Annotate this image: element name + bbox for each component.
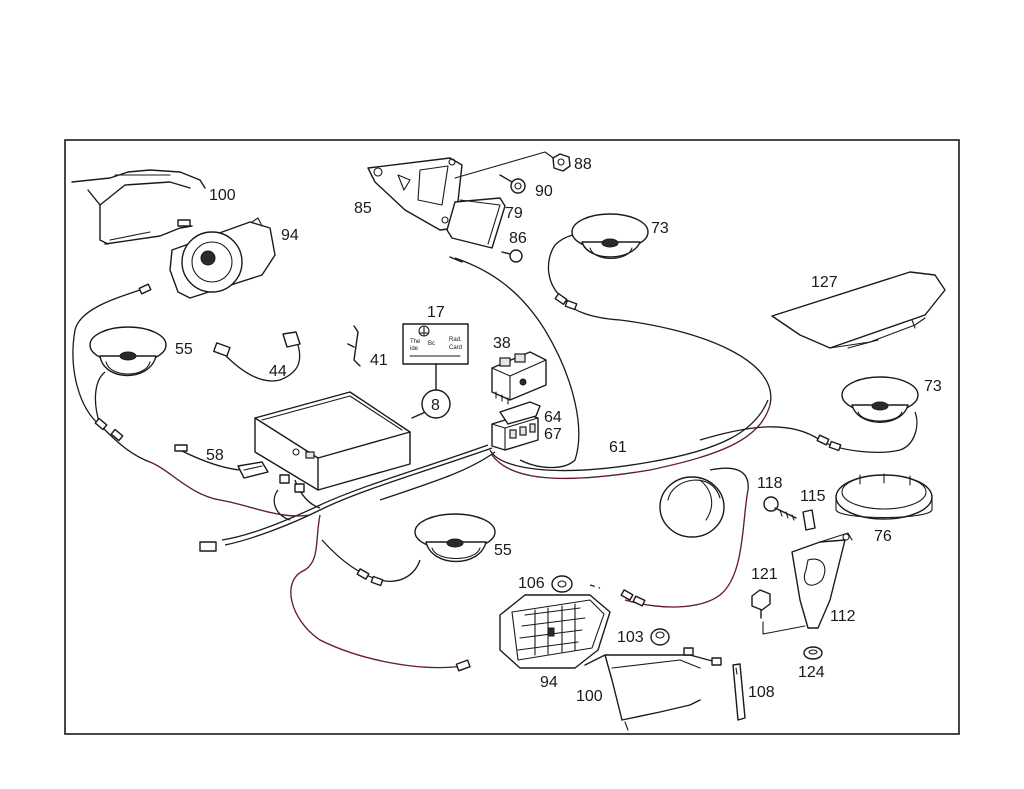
label-85: 85 — [354, 200, 372, 217]
callout-labels: 100 94 85 88 90 79 86 73 127 55 44 41 17… — [175, 156, 942, 705]
wire-connectors — [94, 283, 842, 672]
tweeter — [659, 476, 725, 538]
label-41: 41 — [370, 352, 388, 369]
label-55-top: 55 — [175, 341, 193, 358]
speaker-housing-94-lower — [499, 594, 611, 669]
id-card-line1-right: Rad. — [449, 337, 462, 343]
label-106: 106 — [518, 575, 545, 592]
label-112: 112 — [830, 608, 856, 625]
diagram-border — [64, 139, 960, 735]
label-86: 86 — [509, 230, 527, 247]
speaker-ring-76 — [835, 473, 933, 520]
label-100-lower: 100 — [576, 688, 603, 705]
label-118: 118 — [757, 475, 783, 492]
id-card-line1-mid: Bc — [428, 341, 435, 347]
screw-118 — [763, 496, 797, 521]
label-44: 44 — [269, 363, 287, 380]
label-121: 121 — [751, 566, 778, 583]
id-card-line2-left: ide — [410, 346, 419, 352]
nut-124 — [803, 646, 823, 660]
label-115: 115 — [800, 488, 826, 505]
module-79 — [446, 197, 506, 249]
label-64: 64 — [544, 409, 562, 426]
label-90: 90 — [535, 183, 553, 200]
label-88: 88 — [574, 156, 592, 173]
label-73-right: 73 — [924, 378, 942, 395]
screw-90 — [499, 174, 526, 194]
radio-unit — [254, 391, 431, 491]
strap-108 — [732, 663, 746, 721]
label-17: 17 — [427, 304, 445, 321]
label-58: 58 — [206, 447, 224, 464]
label-61: 61 — [609, 439, 627, 456]
screw-121 — [751, 589, 771, 619]
panel-127 — [771, 271, 946, 349]
label-76: 76 — [874, 528, 892, 545]
nut-103 — [650, 628, 670, 646]
bracket-100-lower — [584, 647, 722, 731]
cable-44 — [213, 331, 301, 357]
label-38: 38 — [493, 335, 511, 352]
clip-41 — [347, 325, 361, 367]
label-67: 67 — [544, 426, 562, 443]
plug-58 — [237, 461, 269, 479]
speaker-73-top — [571, 213, 649, 260]
bracket-100-top — [71, 169, 206, 245]
wiring-harness — [72, 233, 918, 669]
label-108: 108 — [748, 684, 775, 701]
bracket-112 — [762, 532, 853, 635]
label-94-top: 94 — [281, 227, 299, 244]
speaker-55-top — [89, 326, 167, 377]
label-8: 8 — [431, 397, 440, 414]
label-94-lower: 94 — [540, 674, 558, 691]
relay-38 — [491, 351, 547, 405]
speaker-73-right — [841, 376, 919, 423]
label-73-top: 73 — [651, 220, 669, 237]
nut-106 — [551, 575, 573, 593]
label-127: 127 — [811, 274, 838, 291]
label-100-top: 100 — [209, 187, 236, 204]
speaker-housing-94-top — [169, 217, 276, 299]
label-79: 79 — [505, 205, 523, 222]
id-card-line1-left: The — [410, 339, 421, 345]
callout-circle-8 — [421, 389, 451, 419]
label-55-lower: 55 — [494, 542, 512, 559]
screw-86 — [449, 249, 523, 263]
clip-115 — [802, 509, 816, 531]
label-124: 124 — [798, 664, 825, 681]
nut-88 — [552, 153, 571, 172]
radio-id-card-17: The Bc Rad. ide Card — [402, 323, 469, 393]
connectors-64-67 — [491, 401, 541, 451]
id-card-line2-right: Card — [449, 345, 462, 351]
label-103: 103 — [617, 629, 644, 646]
speaker-55-lower — [414, 513, 496, 563]
